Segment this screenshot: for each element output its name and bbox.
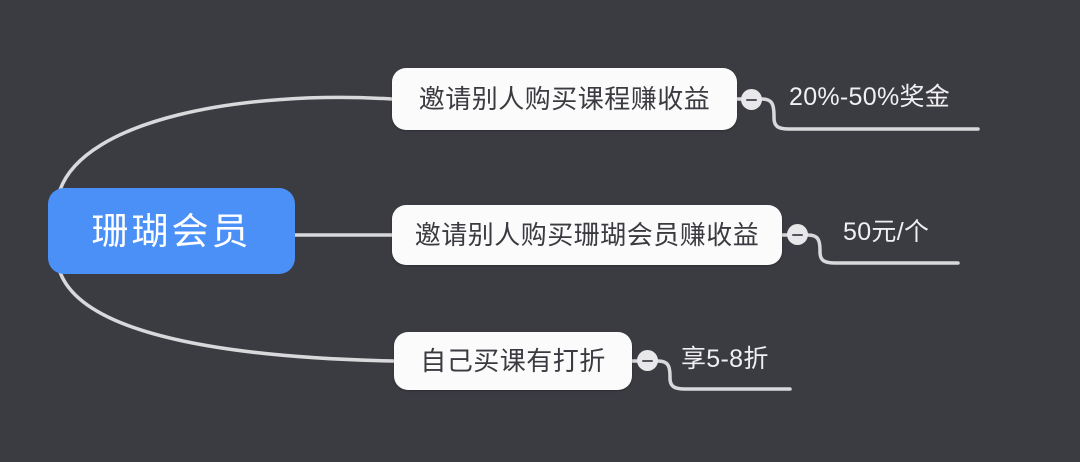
edge-root-to-branch-0 <box>58 95 394 192</box>
leaf-label-2: 享5-8折 <box>681 345 769 373</box>
minus-circle-icon-branch-1[interactable] <box>787 224 808 245</box>
minus-circle-icon-branch-0[interactable] <box>741 89 762 110</box>
branch-node-2-label: 自己买课有打折 <box>420 346 606 376</box>
leaf-label-1: 50元/个 <box>843 218 930 246</box>
root-node[interactable]: 珊瑚会员 <box>48 188 295 274</box>
minus-circle-icon-branch-2[interactable] <box>637 350 658 371</box>
root-node-label: 珊瑚会员 <box>91 210 252 252</box>
minus-bar <box>792 233 803 236</box>
minus-bar <box>642 359 653 362</box>
branch-node-1-label: 邀请别人购买珊瑚会员赚收益 <box>414 220 760 250</box>
branch-node-1[interactable]: 邀请别人购买珊瑚会员赚收益 <box>392 205 782 265</box>
minus-bar <box>746 98 757 101</box>
edge-root-to-branch-2 <box>58 270 396 363</box>
leaf-label-0: 20%-50%奖金 <box>789 83 951 111</box>
branch-node-0-label: 邀请别人购买课程赚收益 <box>418 84 711 114</box>
branch-node-2[interactable]: 自己买课有打折 <box>394 332 632 390</box>
branch-node-0[interactable]: 邀请别人购买课程赚收益 <box>392 68 737 130</box>
